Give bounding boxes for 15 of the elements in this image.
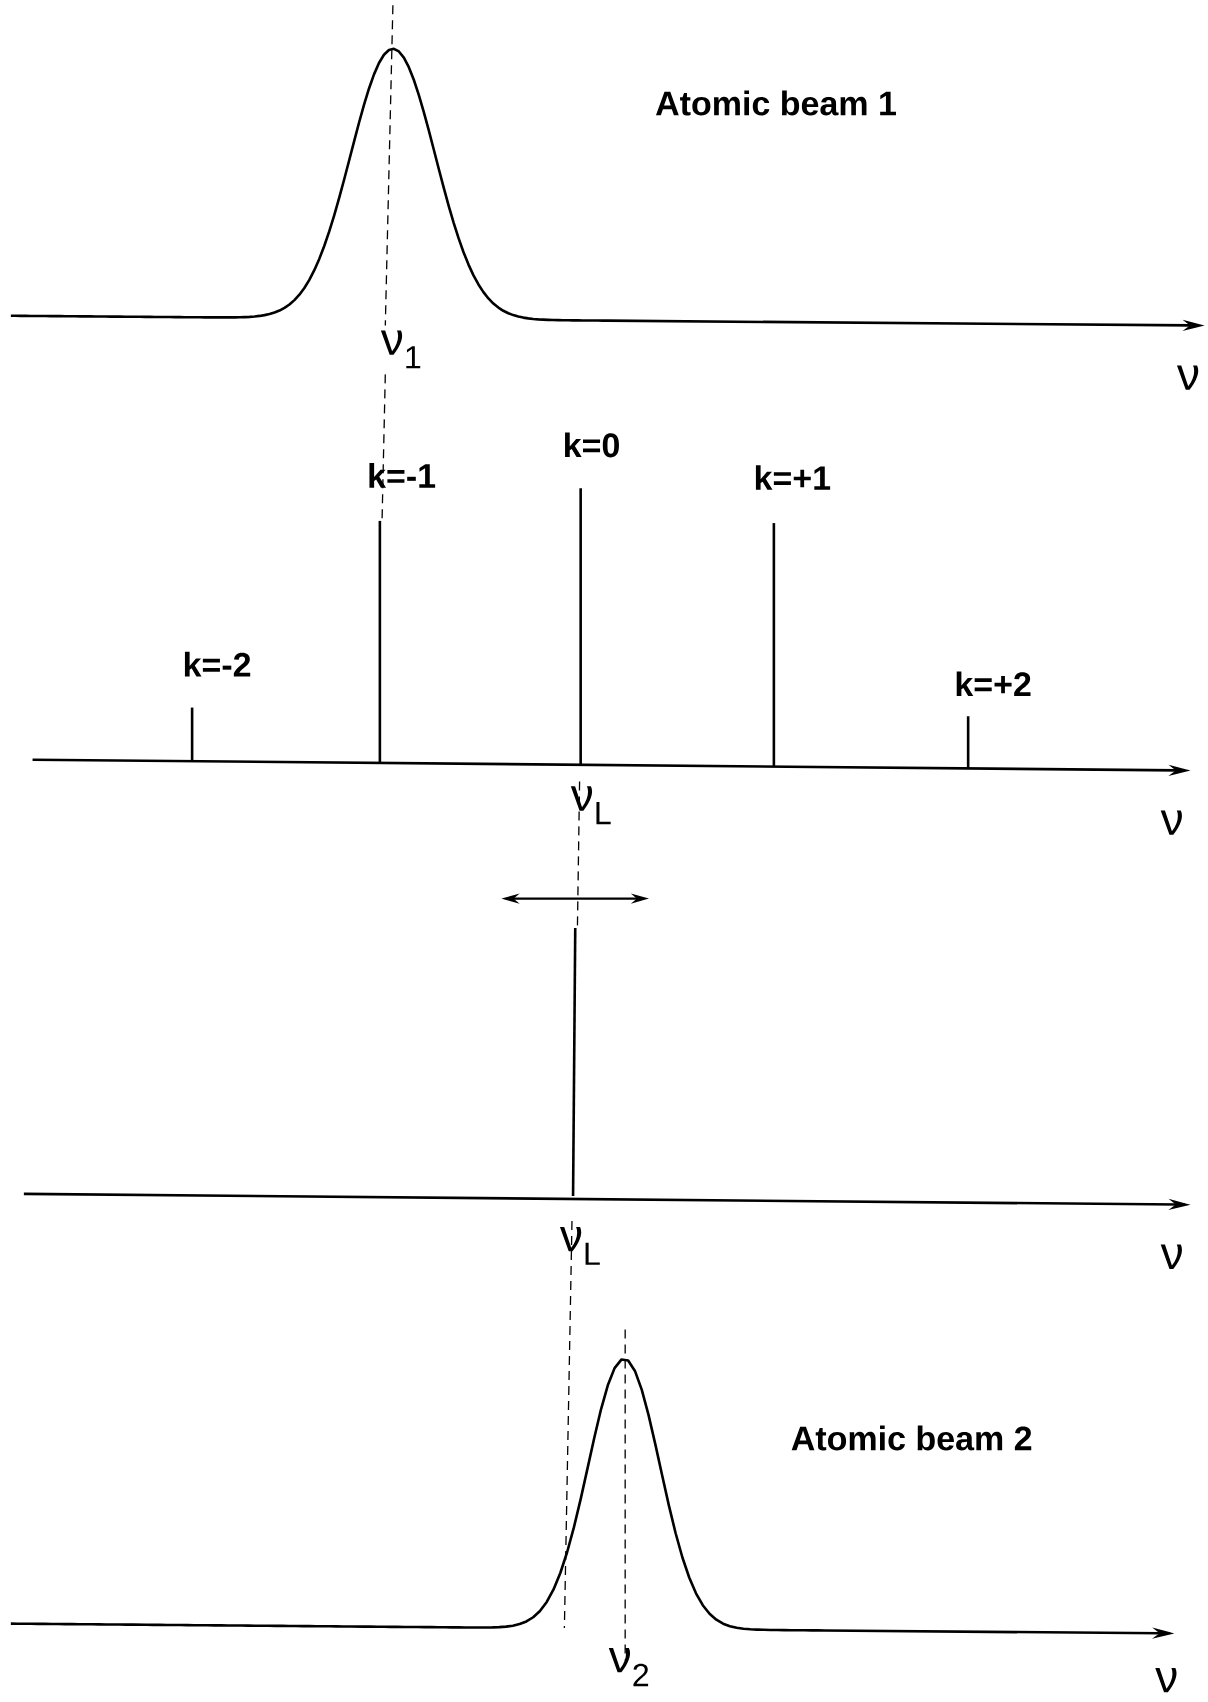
frequency-label: ν$_{1}$ bbox=[380, 330, 421, 369]
frequency-label: ν bbox=[1176, 365, 1199, 390]
frequency-label: ν bbox=[1160, 810, 1182, 835]
order-label: k=-2 bbox=[184, 651, 251, 677]
frequency-label: ν$_{L}$ bbox=[570, 786, 611, 825]
frequency-label: ν$_{L}$ bbox=[559, 1226, 600, 1265]
order-label: k=+1 bbox=[755, 465, 831, 490]
order-label: k=-1 bbox=[369, 463, 436, 488]
frequency-label: ν bbox=[1160, 1244, 1182, 1269]
beam-label: Atomic beam 2 bbox=[791, 1425, 1032, 1451]
beam-label: Atomic beam 1 bbox=[655, 90, 896, 116]
order-label: k=+2 bbox=[956, 671, 1031, 697]
frequency-label: ν$_{2}$ bbox=[608, 1647, 649, 1687]
frequency-label: ν bbox=[1155, 1667, 1177, 1693]
order-label: k=0 bbox=[565, 432, 619, 458]
